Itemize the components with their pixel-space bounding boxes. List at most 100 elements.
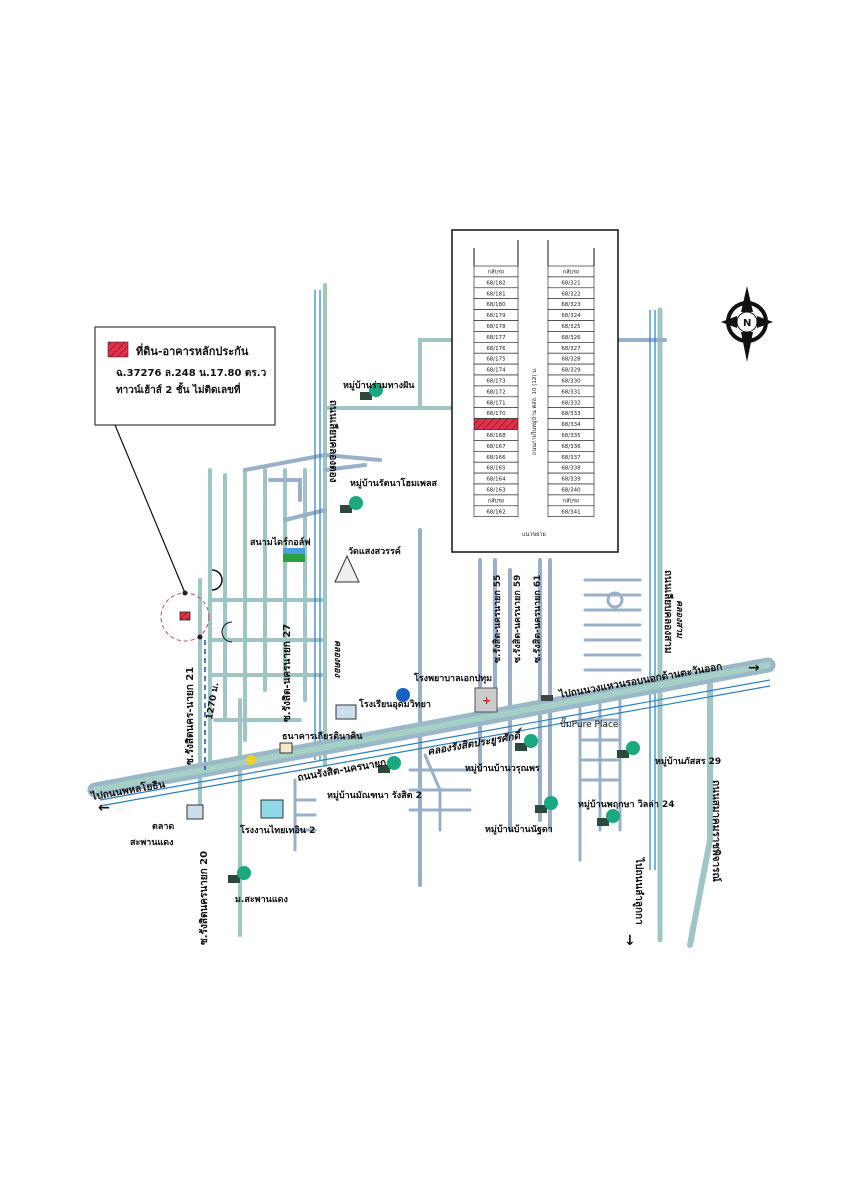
village-icons [228,383,640,883]
lot-number: 68/173 [486,379,506,385]
lot-number: 68/323 [561,302,581,308]
village-icon [535,796,558,813]
lot-number: 68/170 [486,411,506,417]
legend-hatch-swatch [107,341,129,358]
label-phruksa: หมู่บ้านพฤกษา วิลล่า 24 [578,799,675,810]
label-main-road: ถนนรังสิต-นครนายก [296,757,387,784]
label-soi-21: ซ.รังสิตนคร-นายก 21 [184,667,196,765]
arrow-down-icon: ↓ [624,933,636,949]
lot-number: 68/340 [561,488,581,494]
lot-column-right: กลับรถ 68/321 68/322 68/323 68/324 68/325 68/3… [547,265,595,517]
lot-number: 68/172 [486,389,505,395]
golf-icon-sky [283,548,305,554]
lot-number: 68/168 [486,433,506,439]
lot-number: 68/176 [486,346,506,352]
pin-dot [182,590,188,596]
label-to-south: ไปถนนลำลูกกา [632,857,646,925]
lot-number: 68/327 [561,346,581,352]
lot-number: 68/324 [561,313,581,319]
lot-number: 68/174 [486,368,506,374]
subject-lot [473,418,519,430]
market-icon [186,804,204,820]
lot-number: 68/326 [561,335,581,341]
label-soi-20: ซ.รังสิตนครนายก 20 [198,851,210,945]
label-soi-55: ซ.รังสิต-นครนายก 55 [492,575,503,663]
lot-number: 68/166 [486,455,506,461]
lot-number: 68/331 [561,389,580,395]
lot-number: 68/178 [486,324,506,330]
label-market: ตลาด [152,822,174,832]
subject-marker [179,611,191,621]
plan-road-label: ถนนภายในหมู่บ้าน คสล. 10 (12) ม. [531,367,538,455]
lot-number: กลับรถ [563,269,579,276]
label-pure-place: ปั๊มPure Place [560,717,619,730]
lot-number: 68/163 [486,488,506,494]
lot-number: 68/333 [561,411,581,417]
legend-title: ที่ดิน-อาคารหลักประกัน [136,343,249,358]
lot-number: 68/180 [486,302,506,308]
label-warunphon: หมู่บ้านบ้านวรุณพร [465,763,540,774]
lot-cell [547,505,595,517]
compass-label: N [743,318,751,329]
leader-line [114,424,186,594]
lot-number: 68/175 [486,357,506,363]
lot-number: 68/164 [486,477,506,483]
lot-column-left: กลับรถ68/18268/18168/18068/17968/17868/1… [473,265,519,517]
distance-label: 1270 ม. [205,682,221,721]
lot-number: 68/341 [561,509,580,515]
lot-number: 68/321 [561,280,580,286]
lot-number: 68/162 [486,509,505,515]
road-curve [221,621,233,643]
lot-number: 68/330 [561,379,581,385]
label-nuchda: หมู่บ้านบ้านนัฐดา [485,824,553,835]
village-icon [515,734,538,751]
lot-number: 68/336 [561,444,581,450]
lot-number: กลับรถ [563,497,579,504]
lot-number: 68/328 [561,357,581,363]
lot-plan: กลับรถ68/18268/18168/18068/17968/17868/1… [451,229,619,553]
road-network [87,283,776,948]
label-soi-59: ซ.รังสิต-นครนายก 59 [512,575,523,663]
legend-deed: ฉ.37276 ล.248 น.17.80 ตร.ว [116,368,267,379]
lot-number: 68/338 [561,466,581,472]
lot-number: 68/322 [561,291,580,297]
village-icon [340,496,363,513]
label-khlong-tong-road: ถนนเลียบคลองตอง [327,400,339,483]
lot-number: 68/334 [561,422,581,428]
label-hospital: โรงพยาบาลเอกปทุม [413,672,492,684]
lot-number: 68/329 [561,368,581,374]
label-wat: วัดแสงสวรรค์ [348,545,401,557]
label-market-2: สะพานแดง [130,838,174,848]
legend-box: ที่ดิน-อาคารหลักประกัน ฉ.37276 ล.248 น.1… [94,326,276,426]
hospital-cross-icon: + [482,694,491,707]
label-ruam-thang-fan: หมู่บ้านร่วมทางฝัน [343,380,415,391]
label-samakkhi-road: ถนนสมาคมราชพิจารณ์ [710,780,722,883]
lot-number: 68/325 [561,324,581,330]
label-rattana-home: หมู่บ้านรัตนาโฮมเพลส [350,477,437,489]
lot-number: 68/337 [561,455,581,461]
label-saphan-daeng: ม.สะพานแดง [235,895,288,905]
north-compass-icon: N [721,286,773,362]
lot-number: กลับรถ [488,497,504,504]
lot-number: 68/182 [486,280,505,286]
lot-number: 68/165 [486,466,506,472]
village-icon [228,866,251,883]
hospital-icon [474,687,498,713]
lot-number: 68/335 [561,433,581,439]
label-manthana: หมู่บ้านมัณฑนา รังสิต 2 [327,790,422,801]
lot-number: 68/177 [486,335,506,341]
label-bank: ธนาคารเกียรตินาคิน [282,731,363,742]
village-icon [597,809,620,826]
pin-dot [197,634,203,640]
label-soi-27: ซ.รังสิต-นครนายก 27 [281,624,293,722]
lot-number: 68/179 [486,313,506,319]
bank-icon [279,742,293,754]
temple-icon [334,554,360,583]
label-golf: สนามไดร์กอล์ฟ [250,536,311,548]
pump-icon [541,695,553,701]
label-school: โรงเรียนอุดมวิทยา [358,698,431,710]
gas-station-icon [396,688,410,702]
label-khlong-tong: คลองตอง [332,640,342,679]
arrow-left-icon: ← [98,800,110,816]
